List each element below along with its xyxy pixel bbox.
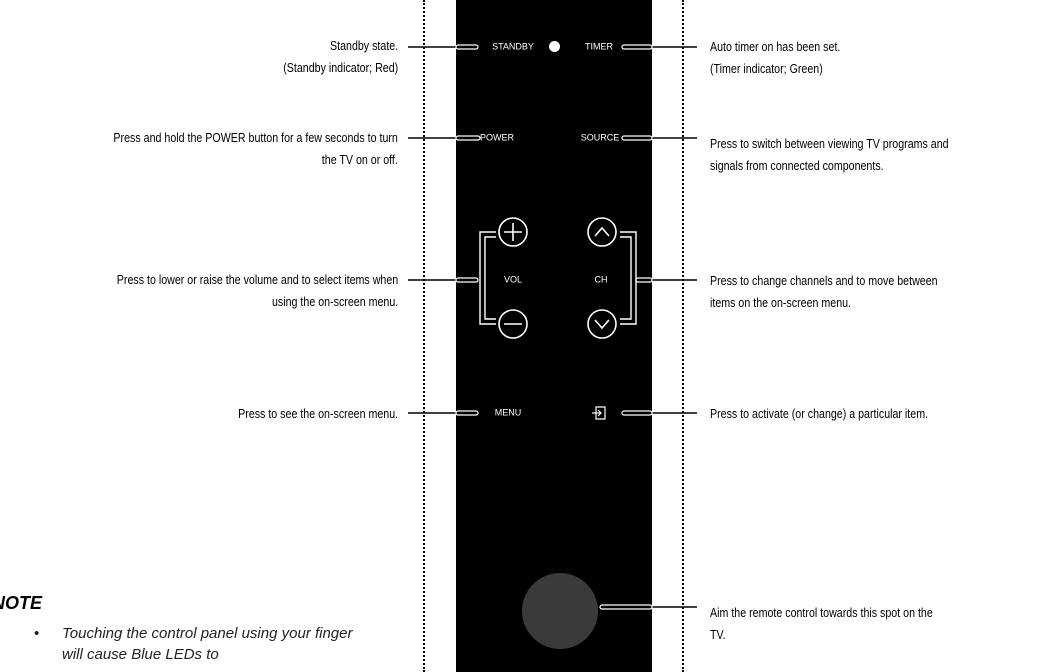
ch-label: CH <box>594 274 608 285</box>
menu-callout-line: Press to see the on-screen menu. <box>238 406 398 421</box>
volume-up-icon[interactable] <box>498 217 528 247</box>
vol-callout-line: Press to lower or raise the volume and t… <box>116 272 398 287</box>
remote-sensor <box>522 573 598 649</box>
sensor-callout-line: TV. <box>710 627 726 642</box>
timer-label: TIMER <box>585 41 613 52</box>
source-callout-line: signals from connected components. <box>710 158 884 173</box>
ch-callout: Press to change channels and to move bet… <box>710 270 938 314</box>
menu-button[interactable]: MENU <box>494 407 522 418</box>
vol-bracket <box>479 231 496 325</box>
standby-callout: Standby state. (Standby indicator; Red) <box>283 35 398 79</box>
source-callout-line: Press to switch between viewing TV progr… <box>710 136 949 151</box>
enter-callout-line: Press to activate (or change) a particul… <box>710 406 929 421</box>
vol-label: VOL <box>503 274 523 285</box>
ch-callout-line: items on the on-screen menu. <box>710 295 852 310</box>
volume-down-icon[interactable] <box>498 309 528 339</box>
source-callout: Press to switch between viewing TV progr… <box>710 133 949 177</box>
timer-callout-line: (Timer indicator; Green) <box>710 61 823 76</box>
tv-control-panel <box>456 0 652 672</box>
source-button[interactable]: SOURCE <box>580 132 620 143</box>
note-list: Touching the control panel using your fi… <box>34 623 364 665</box>
enter-icon[interactable] <box>592 406 606 420</box>
sensor-callout: Aim the remote control towards this spot… <box>710 602 933 646</box>
vol-callout: Press to lower or raise the volume and t… <box>117 269 398 313</box>
power-callout-line: the TV on or off. <box>321 152 398 167</box>
menu-callout: Press to see the on-screen menu. <box>238 403 398 425</box>
standby-label: STANDBY <box>492 41 534 52</box>
note-item: Touching the control panel using your fi… <box>34 623 364 665</box>
power-callout: Press and hold the POWER button for a fe… <box>114 127 398 171</box>
timer-callout-line: Auto timer on has been set. <box>710 39 841 54</box>
standby-callout-line: Standby state. <box>329 38 398 53</box>
ch-callout-line: Press to change channels and to move bet… <box>710 273 938 288</box>
channel-down-icon[interactable] <box>587 309 617 339</box>
enter-callout: Press to activate (or change) a particul… <box>710 403 928 425</box>
left-boundary-line <box>423 0 425 672</box>
timer-callout: Auto timer on has been set. (Timer indic… <box>710 36 840 80</box>
power-callout-line: Press and hold the POWER button for a fe… <box>113 130 398 145</box>
standby-indicator <box>549 41 560 52</box>
power-button[interactable]: POWER <box>479 132 515 143</box>
channel-up-icon[interactable] <box>587 217 617 247</box>
ch-bracket <box>620 231 637 325</box>
sensor-callout-line: Aim the remote control towards this spot… <box>710 605 933 620</box>
note-heading: NOTE <box>0 593 43 613</box>
vol-callout-line: using the on-screen menu. <box>271 294 398 309</box>
standby-callout-line: (Standby indicator; Red) <box>283 60 398 75</box>
right-boundary-line <box>682 0 684 672</box>
